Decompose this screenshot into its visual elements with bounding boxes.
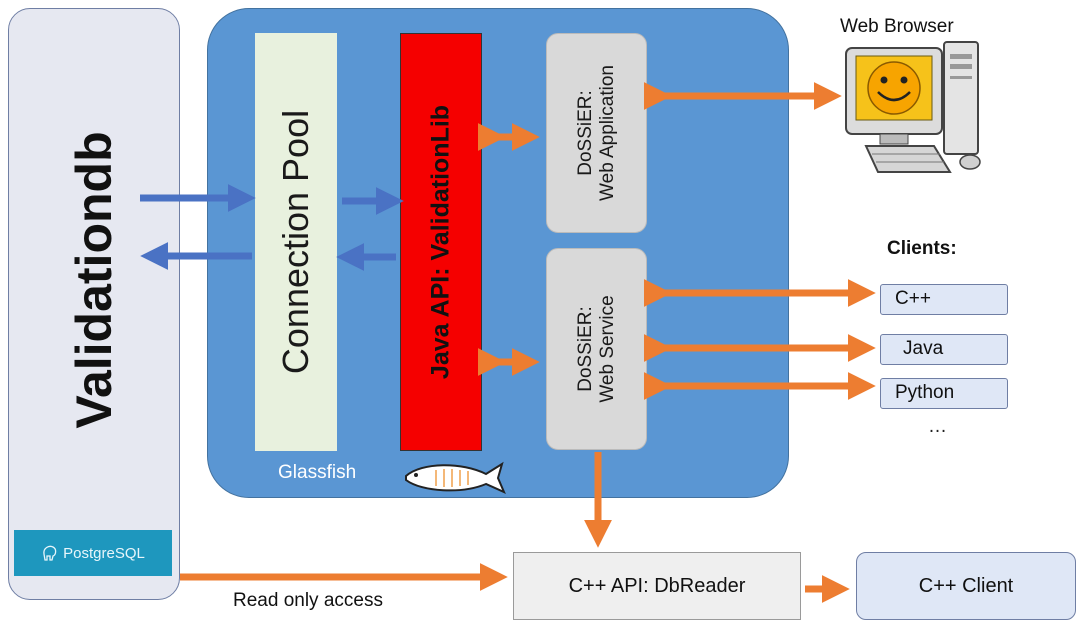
postgresql-logo-text: PostgreSQL [63, 544, 145, 562]
web-browser-label: Web Browser [840, 16, 954, 37]
postgresql-logo: PostgreSQL [14, 530, 172, 576]
client-python-box: Python [880, 378, 1008, 409]
cpp-client-label: C++ Client [918, 574, 1014, 597]
clients-ellipsis: … [928, 416, 947, 437]
dossier-web-application-box: DoSSiER: Web Application [546, 33, 647, 233]
clients-heading: Clients: [887, 238, 957, 259]
elephant-icon [43, 545, 57, 561]
connection-pool-box: Connection Pool [255, 33, 337, 451]
read-only-access-label: Read only access [233, 590, 383, 611]
java-api-box: Java API: ValidationLib [400, 33, 482, 451]
dossier-web-service-box: DoSSiER: Web Service [546, 248, 647, 450]
validationdb-node: Validationdb [8, 8, 180, 600]
cpp-api-dbreader-box: C++ API: DbReader [513, 552, 801, 620]
cpp-client-box: C++ Client [856, 552, 1076, 620]
client-java-box: Java [880, 334, 1008, 365]
client-cpp-box: C++ [880, 284, 1008, 315]
glassfish-label: Glassfish [278, 462, 357, 483]
dbreader-label: C++ API: DbReader [568, 574, 746, 597]
